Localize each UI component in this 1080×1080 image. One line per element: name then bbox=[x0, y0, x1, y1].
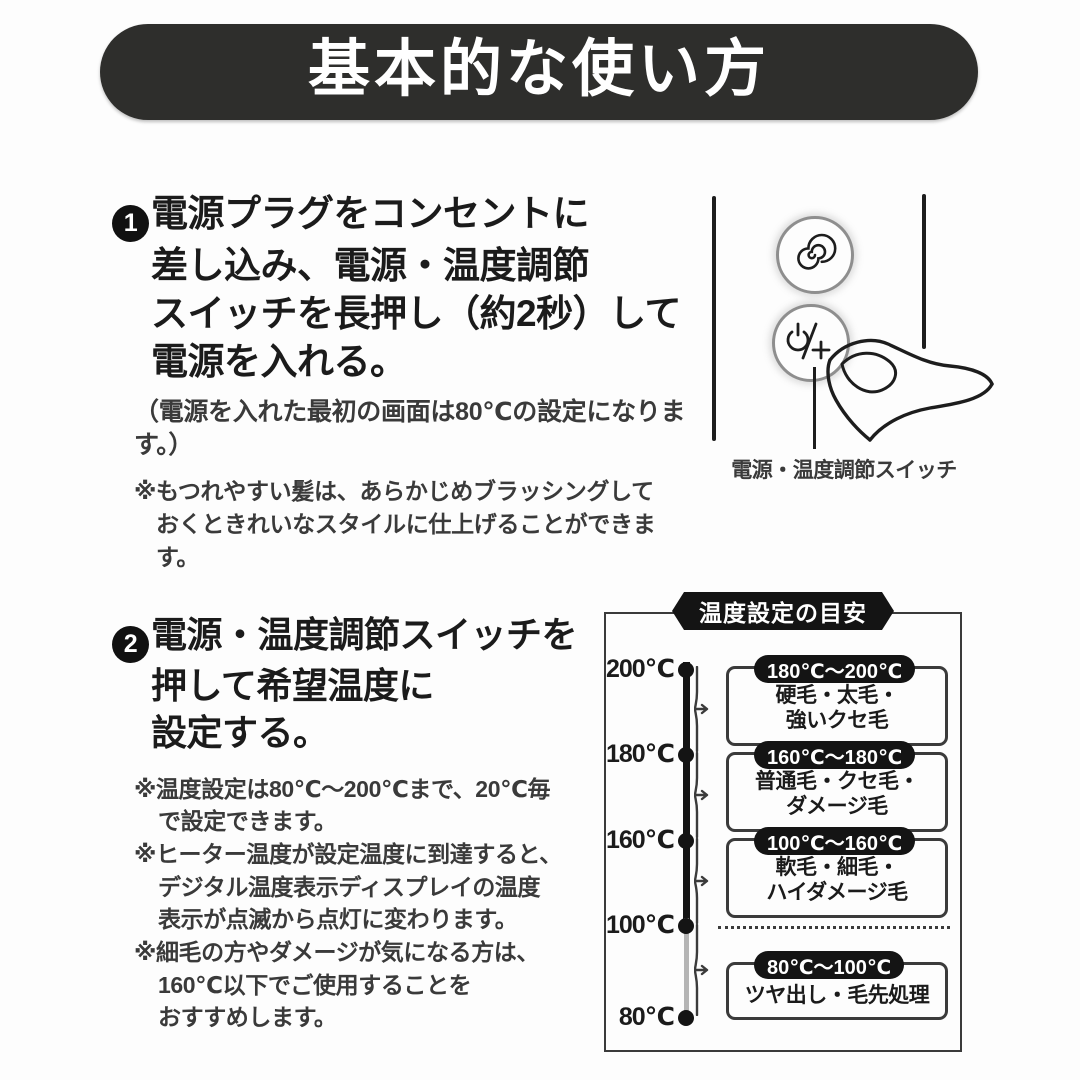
step-2-line-1-text: 電源・温度調節スイッチを bbox=[151, 614, 578, 655]
range-desc-100-160-line-2: ハイダメージ毛 bbox=[766, 881, 908, 905]
device-body-right-edge bbox=[922, 194, 926, 349]
step-2-note-1: ※温度設定は80℃〜200℃まで、20℃毎 で設定できます。 bbox=[134, 773, 612, 838]
step-2-note-1-line-1: ※温度設定は80℃〜200℃まで、20℃毎 bbox=[134, 775, 551, 802]
scale-dot-200 bbox=[678, 662, 694, 678]
power-plus-icon bbox=[786, 322, 831, 360]
step-1-asterisk-note: ※もつれやすい髪は、あらかじめブラッシングして おくときれいなスタイルに仕上げる… bbox=[112, 475, 692, 573]
scale-label-200: 200℃ bbox=[606, 655, 675, 683]
temperature-scale-hot-bar bbox=[683, 662, 690, 922]
step-1-line-1-text: 電源プラグをコンセントに bbox=[151, 193, 590, 234]
step-2-note-1-line-2: で設定できます。 bbox=[158, 808, 337, 835]
scale-dot-180 bbox=[678, 747, 694, 763]
range-desc-180-200-line-2: 強いクセ毛 bbox=[785, 709, 889, 733]
range-desc-100-160-line-1: 軟毛・細毛・ bbox=[775, 855, 899, 879]
device-illustration: 電源・温度調節スイッチ bbox=[694, 192, 994, 492]
range-brace-2 bbox=[694, 752, 712, 838]
spiral-icon bbox=[797, 233, 837, 270]
page-title: 基本的な使い方 bbox=[307, 35, 770, 104]
scale-label-160: 160℃ bbox=[606, 826, 675, 854]
step-2-note-3-line-1: ※細毛の方やダメージが気になる方は、 bbox=[134, 938, 540, 965]
range-desc-80-100-line-1: ツヤ出し・毛先処理 bbox=[744, 984, 930, 1008]
range-pill-80-100: 80℃〜100℃ bbox=[754, 951, 905, 979]
scale-dot-160 bbox=[678, 833, 694, 849]
callout-pointer-line bbox=[813, 367, 816, 449]
step-1-paren-note: （電源を入れた最初の画面は80℃の設定になります。） bbox=[134, 398, 686, 459]
range-brace-3 bbox=[694, 838, 712, 924]
step-2-note-3-line-2: 160℃以下でご使用することを bbox=[158, 971, 472, 998]
page-header-banner: 基本的な使い方 bbox=[100, 24, 978, 120]
step-2-note-3-line-3: おすすめします。 bbox=[158, 1004, 337, 1031]
temperature-scale-cool-bar bbox=[684, 918, 689, 1018]
step-2-notes: ※温度設定は80℃〜200℃まで、20℃毎 で設定できます。 ※ヒーター温度が設… bbox=[112, 773, 612, 1034]
range-desc-80-100: ツヤ出し・毛先処理 bbox=[745, 973, 930, 1009]
step-2-note-2-line-2: デジタル温度表示ディスプレイの温度 bbox=[158, 873, 541, 900]
scale-dot-100 bbox=[678, 918, 694, 934]
scale-label-80: 80℃ bbox=[618, 1003, 675, 1031]
scale-label-100: 100℃ bbox=[606, 911, 675, 939]
range-desc-180-200-line-1: 硬毛・太毛・ bbox=[775, 683, 900, 707]
step-1-line-4: 電源を入れる。 bbox=[151, 341, 407, 383]
range-pill-100-160: 100℃〜160℃ bbox=[754, 827, 916, 855]
step-2-line-2: 押して希望温度に bbox=[151, 665, 434, 706]
power-temperature-button[interactable] bbox=[772, 304, 850, 382]
scale-label-180: 180℃ bbox=[606, 740, 675, 768]
step-2-bullet: 2 bbox=[112, 626, 149, 663]
range-desc-100-160: 軟毛・細毛・ ハイダメージ毛 bbox=[766, 855, 908, 906]
range-desc-160-180: 普通毛・クセ毛・ ダメージ毛 bbox=[755, 769, 920, 820]
finger-icon bbox=[826, 338, 994, 442]
range-desc-180-200: 硬毛・太毛・ 強いクセ毛 bbox=[775, 683, 900, 734]
range-pill-160-180: 160℃〜180℃ bbox=[754, 741, 916, 769]
step-2-note-2: ※ヒーター温度が設定温度に到達すると、 デジタル温度表示ディスプレイの温度 表示… bbox=[134, 838, 612, 936]
range-desc-160-180-line-1: 普通毛・クセ毛・ bbox=[755, 769, 920, 793]
step-1-bullet: 1 bbox=[112, 205, 149, 242]
step-2-note-3: ※細毛の方やダメージが気になる方は、 160℃以下でご使用することを おすすめし… bbox=[134, 936, 612, 1034]
step-1-line-3: スイッチを長押し（約2秒）して bbox=[151, 293, 681, 335]
device-body-left-edge bbox=[712, 196, 716, 441]
range-brace-1 bbox=[694, 666, 712, 752]
step-2-note-2-line-1: ※ヒーター温度が設定温度に到達すると、 bbox=[134, 840, 562, 867]
temperature-guide-banner: 温度設定の目安 bbox=[672, 592, 894, 630]
range-desc-160-180-line-2: ダメージ毛 bbox=[786, 795, 888, 819]
range-brace-4 bbox=[694, 924, 712, 1016]
device-caption: 電源・温度調節スイッチ bbox=[731, 459, 957, 482]
step-2-line-3: 設定する。 bbox=[151, 711, 329, 753]
scale-dotted-divider bbox=[718, 926, 950, 929]
range-pill-180-200: 180℃〜200℃ bbox=[754, 655, 916, 683]
scale-dot-80 bbox=[678, 1010, 694, 1026]
step-1-note-line-2: おくときれいなスタイルに仕上げることができます。 bbox=[156, 510, 656, 570]
step-1-line-2: 差し込み、電源・温度調節 bbox=[151, 245, 590, 286]
step-2-note-2-line-3: 表示が点滅から点灯に変わります。 bbox=[158, 906, 518, 933]
step-1-note-line-1: ※もつれやすい髪は、あらかじめブラッシングして bbox=[134, 478, 654, 505]
spiral-button[interactable] bbox=[776, 216, 854, 294]
